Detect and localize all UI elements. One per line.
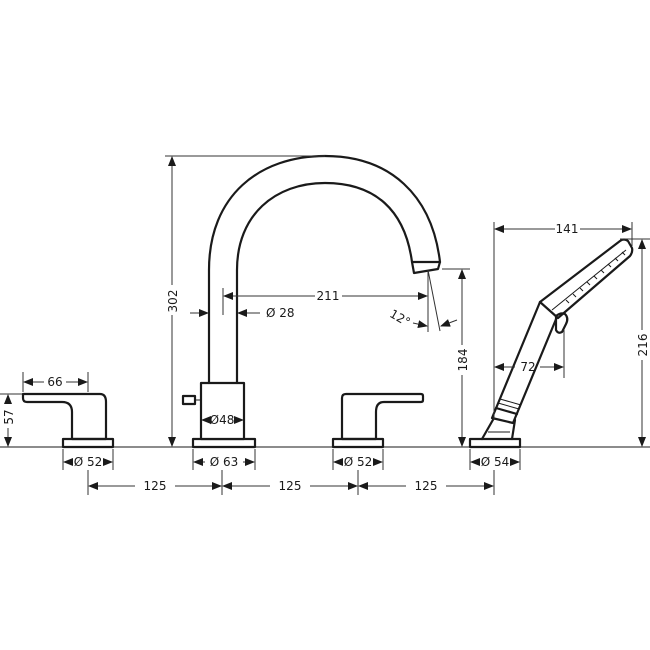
spacing-label-2: 125 — [279, 479, 302, 493]
spacing-label-1: 125 — [144, 479, 167, 493]
spout-height-label: 302 — [166, 290, 180, 313]
left-handle-base — [61, 437, 115, 449]
left-handle-width-label: 66 — [47, 375, 62, 389]
left-handle-height-label: 57 — [2, 409, 16, 424]
spout-outlet-height-label: 184 — [456, 349, 470, 372]
hand-shower-nozzles — [565, 251, 626, 304]
hand-shower-base — [468, 437, 522, 449]
right-handle-body — [340, 392, 425, 441]
hand-shower-head — [538, 238, 634, 320]
spout-base — [191, 437, 257, 449]
spout-diverter-knob — [181, 394, 197, 406]
spout-body — [199, 381, 246, 441]
spout-pipe-inner — [235, 181, 414, 385]
left-handle: 66 57 Ø 52 — [0, 372, 115, 470]
spout-reach-label: 211 — [317, 289, 340, 303]
left-handle-body — [21, 392, 108, 441]
spout-body-diameter-label: Ø48 — [210, 413, 235, 427]
hand-shower-height-label: 216 — [636, 334, 650, 357]
spout-angle-label: 12° — [387, 307, 412, 330]
hand-shower: 141 216 72 Ø 54 — [468, 222, 650, 470]
spout-base-diameter-label: Ø 63 — [210, 455, 239, 469]
left-handle-base-diameter-label: Ø 52 — [74, 455, 103, 469]
spout: 302 211 Ø 28 Ø48 Ø 63 12° 184 — [165, 154, 470, 470]
right-handle: Ø 52 — [331, 392, 425, 470]
right-handle-base — [331, 437, 385, 449]
spout-outlet — [410, 260, 442, 275]
right-handle-base-diameter-label: Ø 52 — [344, 455, 373, 469]
hand-shower-offset-label: 72 — [520, 360, 535, 374]
hand-shower-button — [554, 312, 569, 334]
spout-pipe-diameter-label: Ø 28 — [266, 306, 295, 320]
spacing-label-3: 125 — [415, 479, 438, 493]
hand-shower-width-label: 141 — [556, 222, 579, 236]
spacing-dimensions: 125 125 125 — [87, 470, 495, 495]
hand-shower-base-diameter-label: Ø 54 — [481, 455, 510, 469]
spout-pipe-outer — [207, 154, 442, 385]
